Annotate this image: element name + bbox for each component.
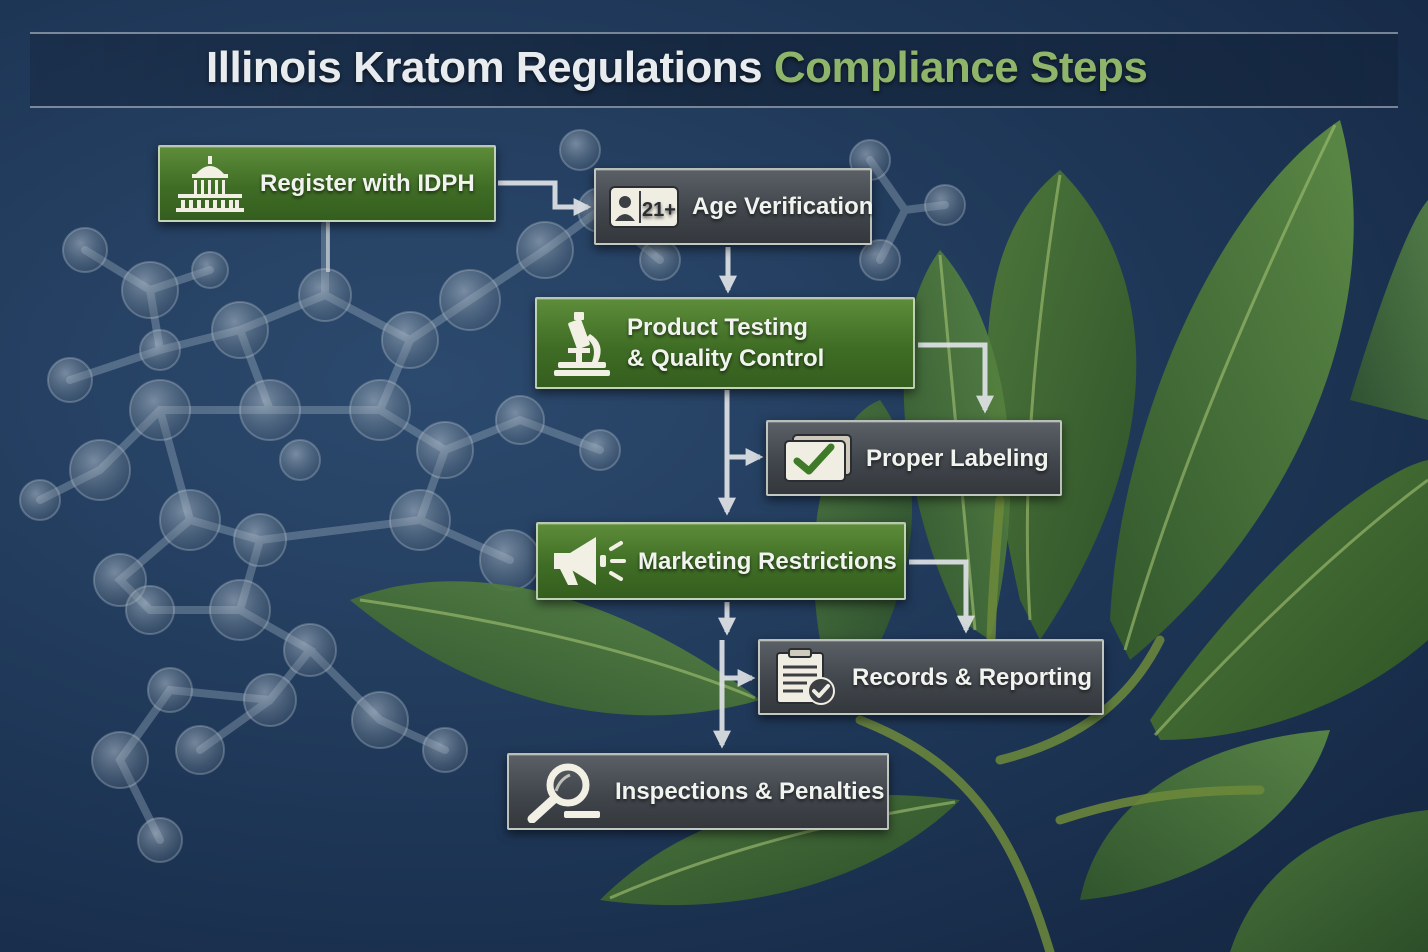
molecule-atoms [19, 129, 966, 863]
step-label: Register with IDPH [260, 170, 475, 197]
title-accent: Compliance Steps [773, 43, 1148, 92]
magnifying-glass-icon [509, 761, 615, 823]
arrow-register-to-age [498, 180, 592, 216]
step-proper-labeling: Proper Labeling [766, 420, 1062, 496]
arrow-testing-to-labeling-left [724, 390, 764, 466]
arrow-marketing-to-records-right [909, 559, 975, 634]
step-label: Product Testing & Quality Control [627, 312, 824, 374]
step-label: Proper Labeling [866, 444, 1049, 472]
arrow-testing-to-labeling-right [918, 342, 994, 414]
step-marketing-restrictions: Marketing Restrictions [536, 522, 906, 600]
step-product-testing: Product Testing & Quality Control [535, 297, 915, 389]
microscope-icon [537, 308, 627, 378]
age-badge: 21+ [642, 199, 676, 221]
title-main: Illinois Kratom Regulations [206, 43, 763, 92]
step-records-reporting: Records & Reporting [758, 639, 1104, 715]
clipboard-check-icon [760, 647, 852, 707]
step-label-line-1: Product Testing [627, 314, 808, 341]
page-title: Illinois Kratom Regulations Compliance S… [206, 38, 1148, 98]
step-label: Age Verification [692, 193, 874, 220]
title-bar [30, 32, 1398, 108]
step-label: Marketing Restrictions [638, 547, 897, 575]
step-label-line-2: & Quality Control [627, 345, 825, 372]
megaphone-icon [538, 533, 638, 589]
checkmark-label-icon [768, 433, 866, 483]
step-age-verification: 21+ Age Verification [594, 168, 874, 245]
id-card-21-plus-icon: 21+ [596, 183, 692, 231]
step-inspections-penalties: Inspections & Penalties [507, 753, 889, 830]
arrow-to-records-left [719, 640, 756, 687]
capitol-building-icon [160, 154, 260, 214]
step-label: Records & Reporting [852, 663, 1093, 691]
step-label: Inspections & Penalties [615, 778, 885, 805]
step-register-with-idph: Register with IDPH [158, 145, 496, 222]
